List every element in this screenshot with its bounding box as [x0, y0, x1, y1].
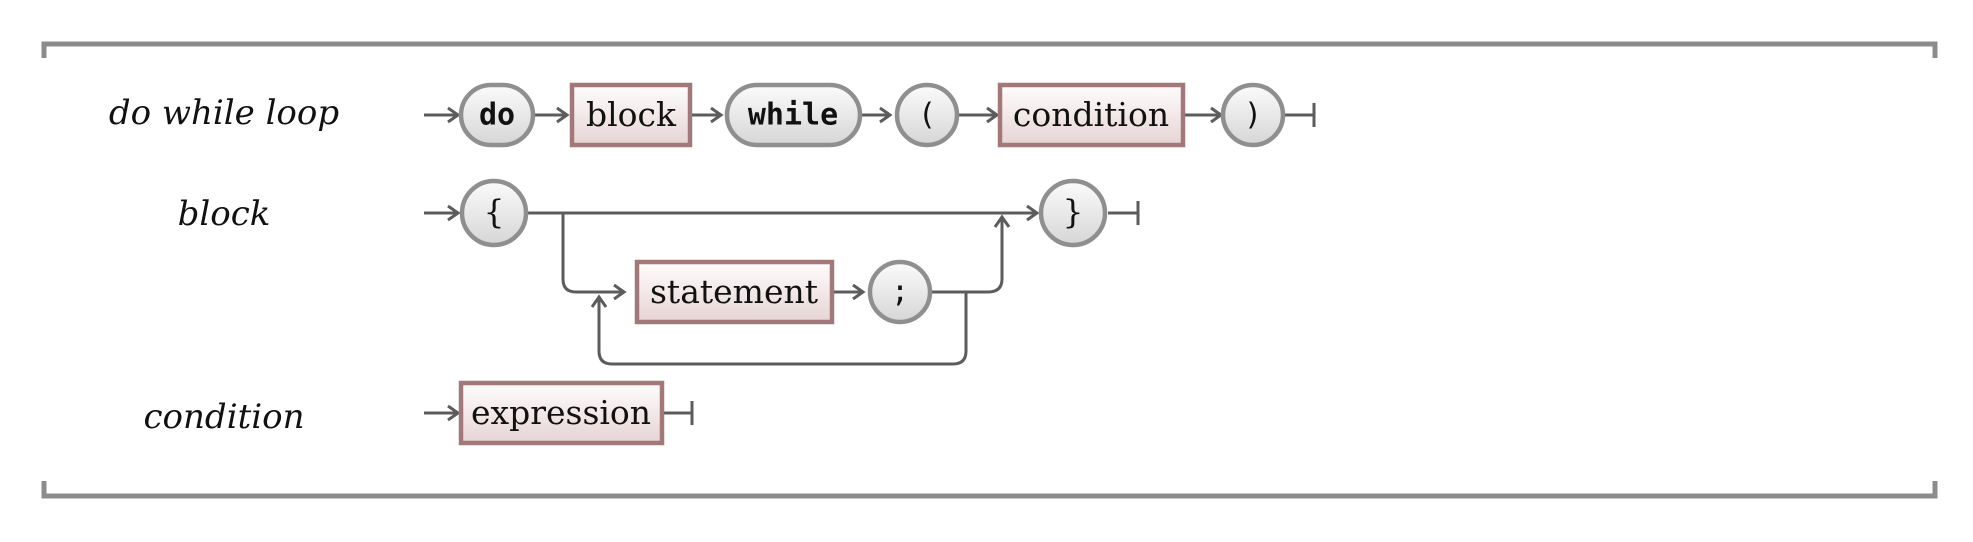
- do-while-loop-connectors: [424, 103, 1316, 127]
- terminal-semicolon-label: ;: [891, 275, 909, 310]
- arrow-head: [852, 283, 866, 301]
- terminal-close-paren-label: ): [1244, 98, 1262, 133]
- arrow-head: [447, 106, 461, 124]
- nonterminal-expression: expression: [458, 380, 665, 446]
- terminal-while: while: [724, 82, 863, 148]
- rule-name-condition: condition: [144, 397, 305, 437]
- terminal-semicolon: ;: [867, 259, 933, 325]
- terminal-open-paren: (: [894, 82, 960, 148]
- arrow-head: [447, 204, 461, 222]
- arrow-head: [590, 294, 608, 308]
- nonterminal-condition: condition: [997, 82, 1186, 148]
- terminal-do: do: [458, 82, 536, 148]
- terminal-open-brace: {: [459, 178, 529, 248]
- nonterminal-block-label: block: [586, 95, 677, 134]
- rule-name-do-while-loop: do while loop: [109, 93, 339, 133]
- nonterminal-statement: statement: [634, 259, 835, 325]
- branch-down-line: [550, 211, 622, 294]
- arrow-head: [710, 106, 724, 124]
- arrow-head: [613, 283, 627, 301]
- arrow-head: [879, 106, 893, 124]
- top-frame-bracket: [41, 41, 1938, 58]
- arrow-head: [1026, 204, 1040, 222]
- arrow-head: [556, 106, 570, 124]
- arrow-head: [993, 214, 1011, 228]
- nonterminal-statement-label: statement: [650, 272, 818, 311]
- condition-connectors: [424, 401, 694, 425]
- terminal-while-label: while: [748, 98, 838, 133]
- bottom-frame-bracket: [41, 481, 1938, 499]
- terminal-open-brace-label: {: [484, 192, 505, 231]
- block-connectors: [424, 201, 1140, 366]
- arrow-head: [986, 106, 1000, 124]
- nonterminal-condition-label: condition: [1013, 95, 1169, 134]
- rule-name-block: block: [178, 194, 271, 234]
- terminal-close-brace-label: }: [1063, 192, 1084, 231]
- nonterminal-block: block: [569, 82, 693, 148]
- arrow-head: [447, 404, 461, 422]
- terminal-close-paren: ): [1220, 82, 1286, 148]
- nonterminal-expression-label: expression: [471, 393, 651, 432]
- branch-up-line: [931, 219, 1004, 294]
- terminal-open-paren-label: (: [918, 98, 936, 133]
- terminal-do-label: do: [479, 98, 515, 133]
- terminal-close-brace: }: [1038, 178, 1108, 248]
- loop-back-line: [597, 292, 968, 366]
